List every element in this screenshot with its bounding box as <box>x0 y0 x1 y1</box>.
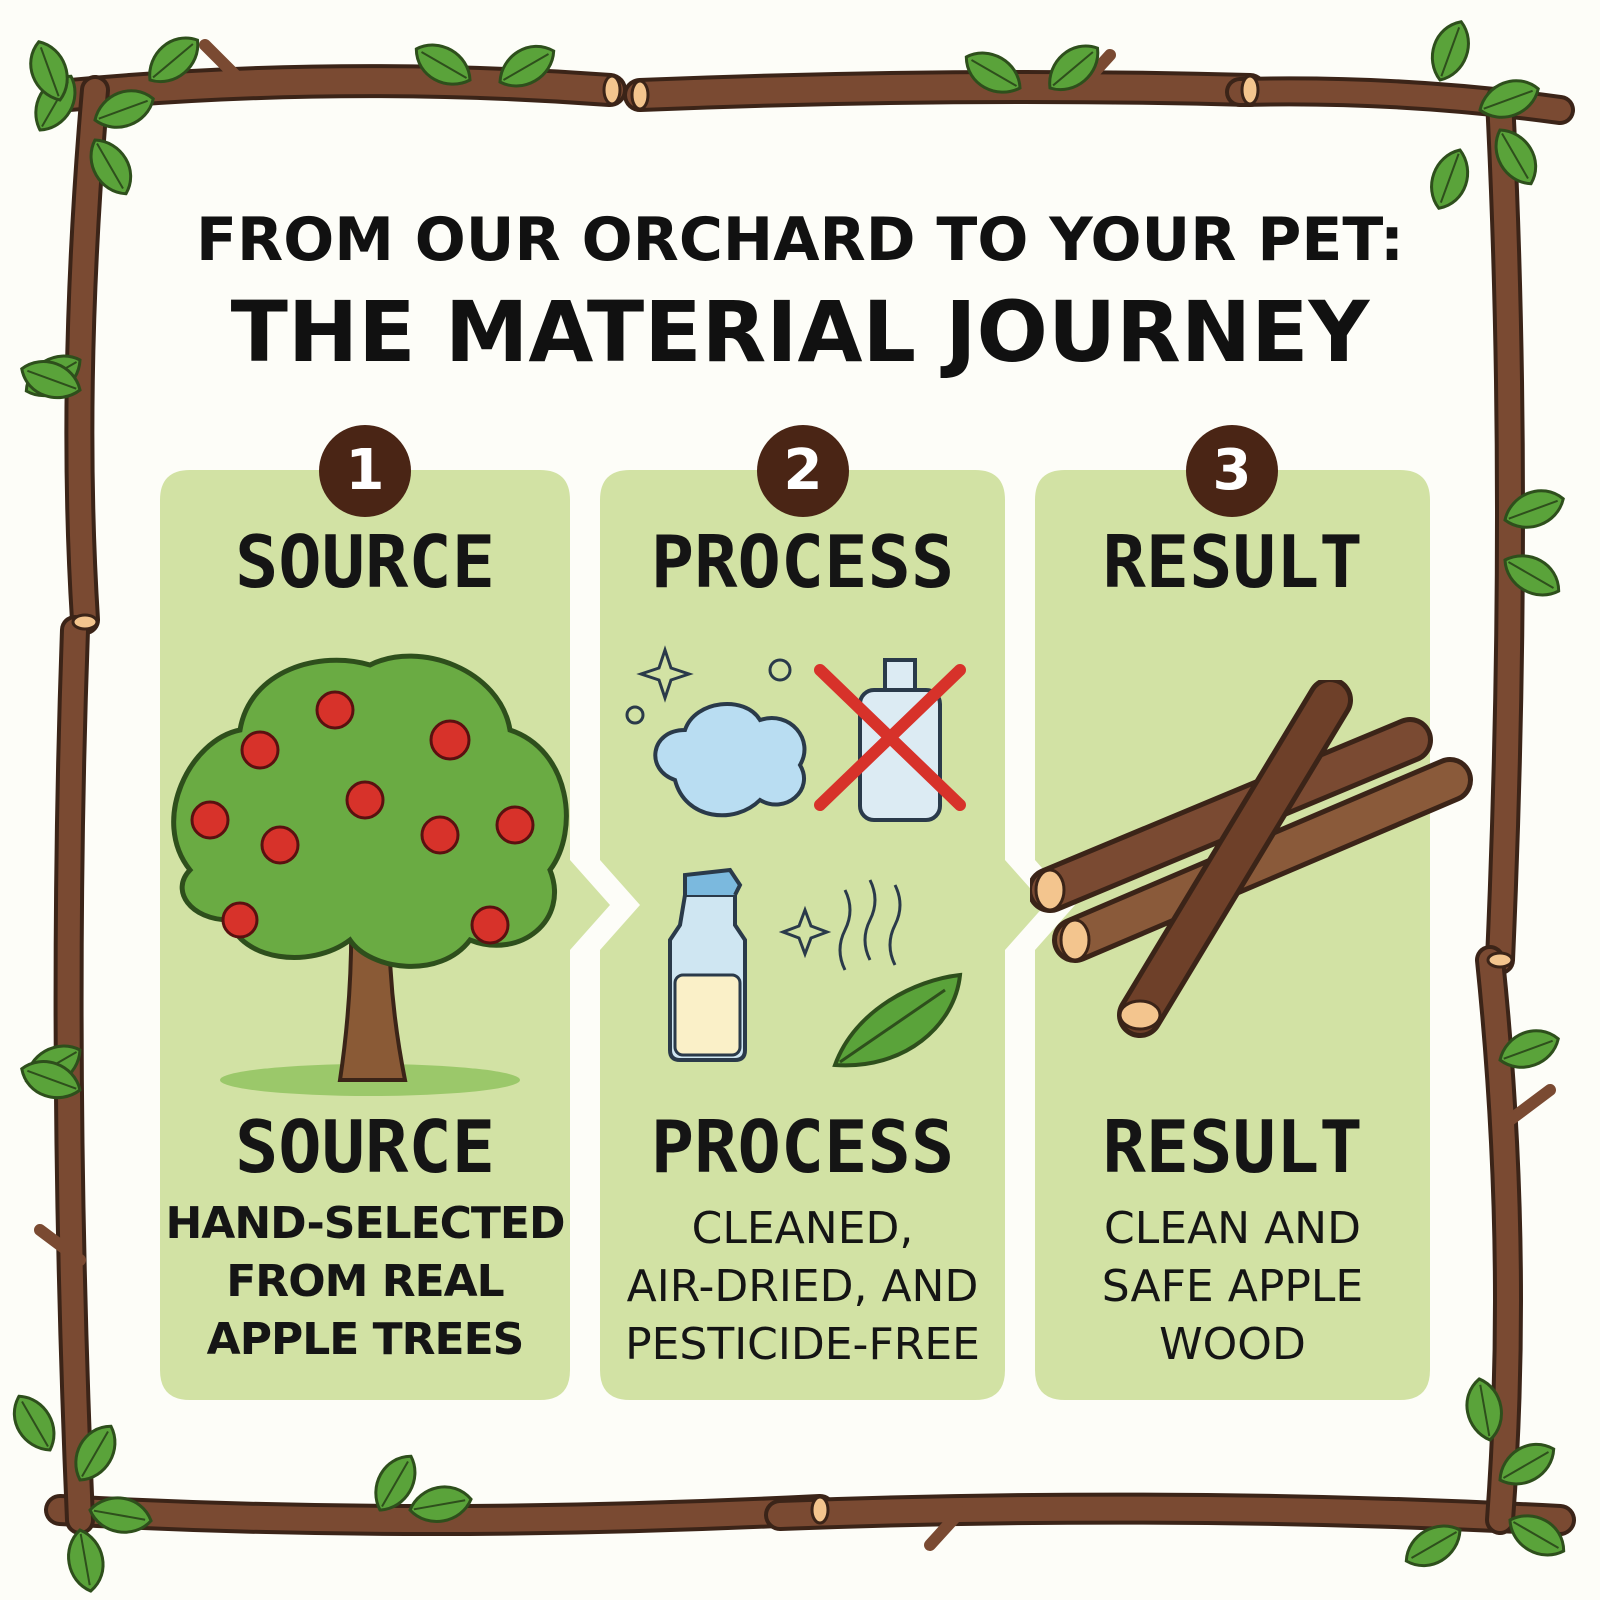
step-1-description: HAND-SELECTED FROM REAL APPLE TREES <box>160 1195 570 1369</box>
step-2-desc-line-3: PESTICIDE-FREE <box>625 1319 980 1370</box>
step-1-desc-line-1: HAND-SELECTED <box>165 1198 565 1249</box>
soap-foam-icon <box>625 645 807 818</box>
step-2-description: CLEANED, AIR-DRIED, AND PESTICIDE-FREE <box>600 1200 1005 1374</box>
spray-bottle-icon <box>668 867 747 1062</box>
step-3-description: CLEAN AND SAFE APPLE WOOD <box>1035 1200 1430 1374</box>
step-1-subheading: SOURCE <box>234 1105 496 1189</box>
step-3-subheading: RESULT <box>1102 1105 1363 1189</box>
step-2-subheading: PROCESS <box>650 1105 955 1189</box>
step-3-desc-line-2: SAFE APPLE <box>1101 1261 1364 1312</box>
step-3-desc-line-1: CLEAN AND <box>1104 1203 1361 1254</box>
leaf-icon <box>832 972 963 1068</box>
step-1-badge: 1 <box>319 425 411 517</box>
step-3-desc-line-3: WOOD <box>1159 1319 1306 1370</box>
step-2-desc-line-2: AIR-DRIED, AND <box>626 1261 979 1312</box>
step-2-badge: 2 <box>757 425 849 517</box>
step-1-desc-line-2: FROM REAL <box>226 1256 504 1307</box>
apple-wood-sticks-icon <box>1030 680 1473 1038</box>
title-line-1: FROM OUR ORCHARD TO YOUR PET: <box>196 205 1404 275</box>
no-chemicals-icon <box>814 658 966 822</box>
air-dry-icon <box>778 879 902 971</box>
step-3-heading: RESULT <box>1102 520 1363 604</box>
step-1-desc-line-3: APPLE TREES <box>206 1314 525 1365</box>
step-2-desc-line-1: CLEANED, <box>691 1203 914 1254</box>
branch-cut-ends <box>71 74 1514 1525</box>
title-line-2: THE MATERIAL JOURNEY <box>230 283 1370 381</box>
step-3-badge: 3 <box>1186 425 1278 517</box>
apple-tree-icon <box>171 653 569 1096</box>
step-2-heading: PROCESS <box>650 520 955 604</box>
process-icons <box>625 645 966 1068</box>
step-1-heading: SOURCE <box>234 520 496 604</box>
